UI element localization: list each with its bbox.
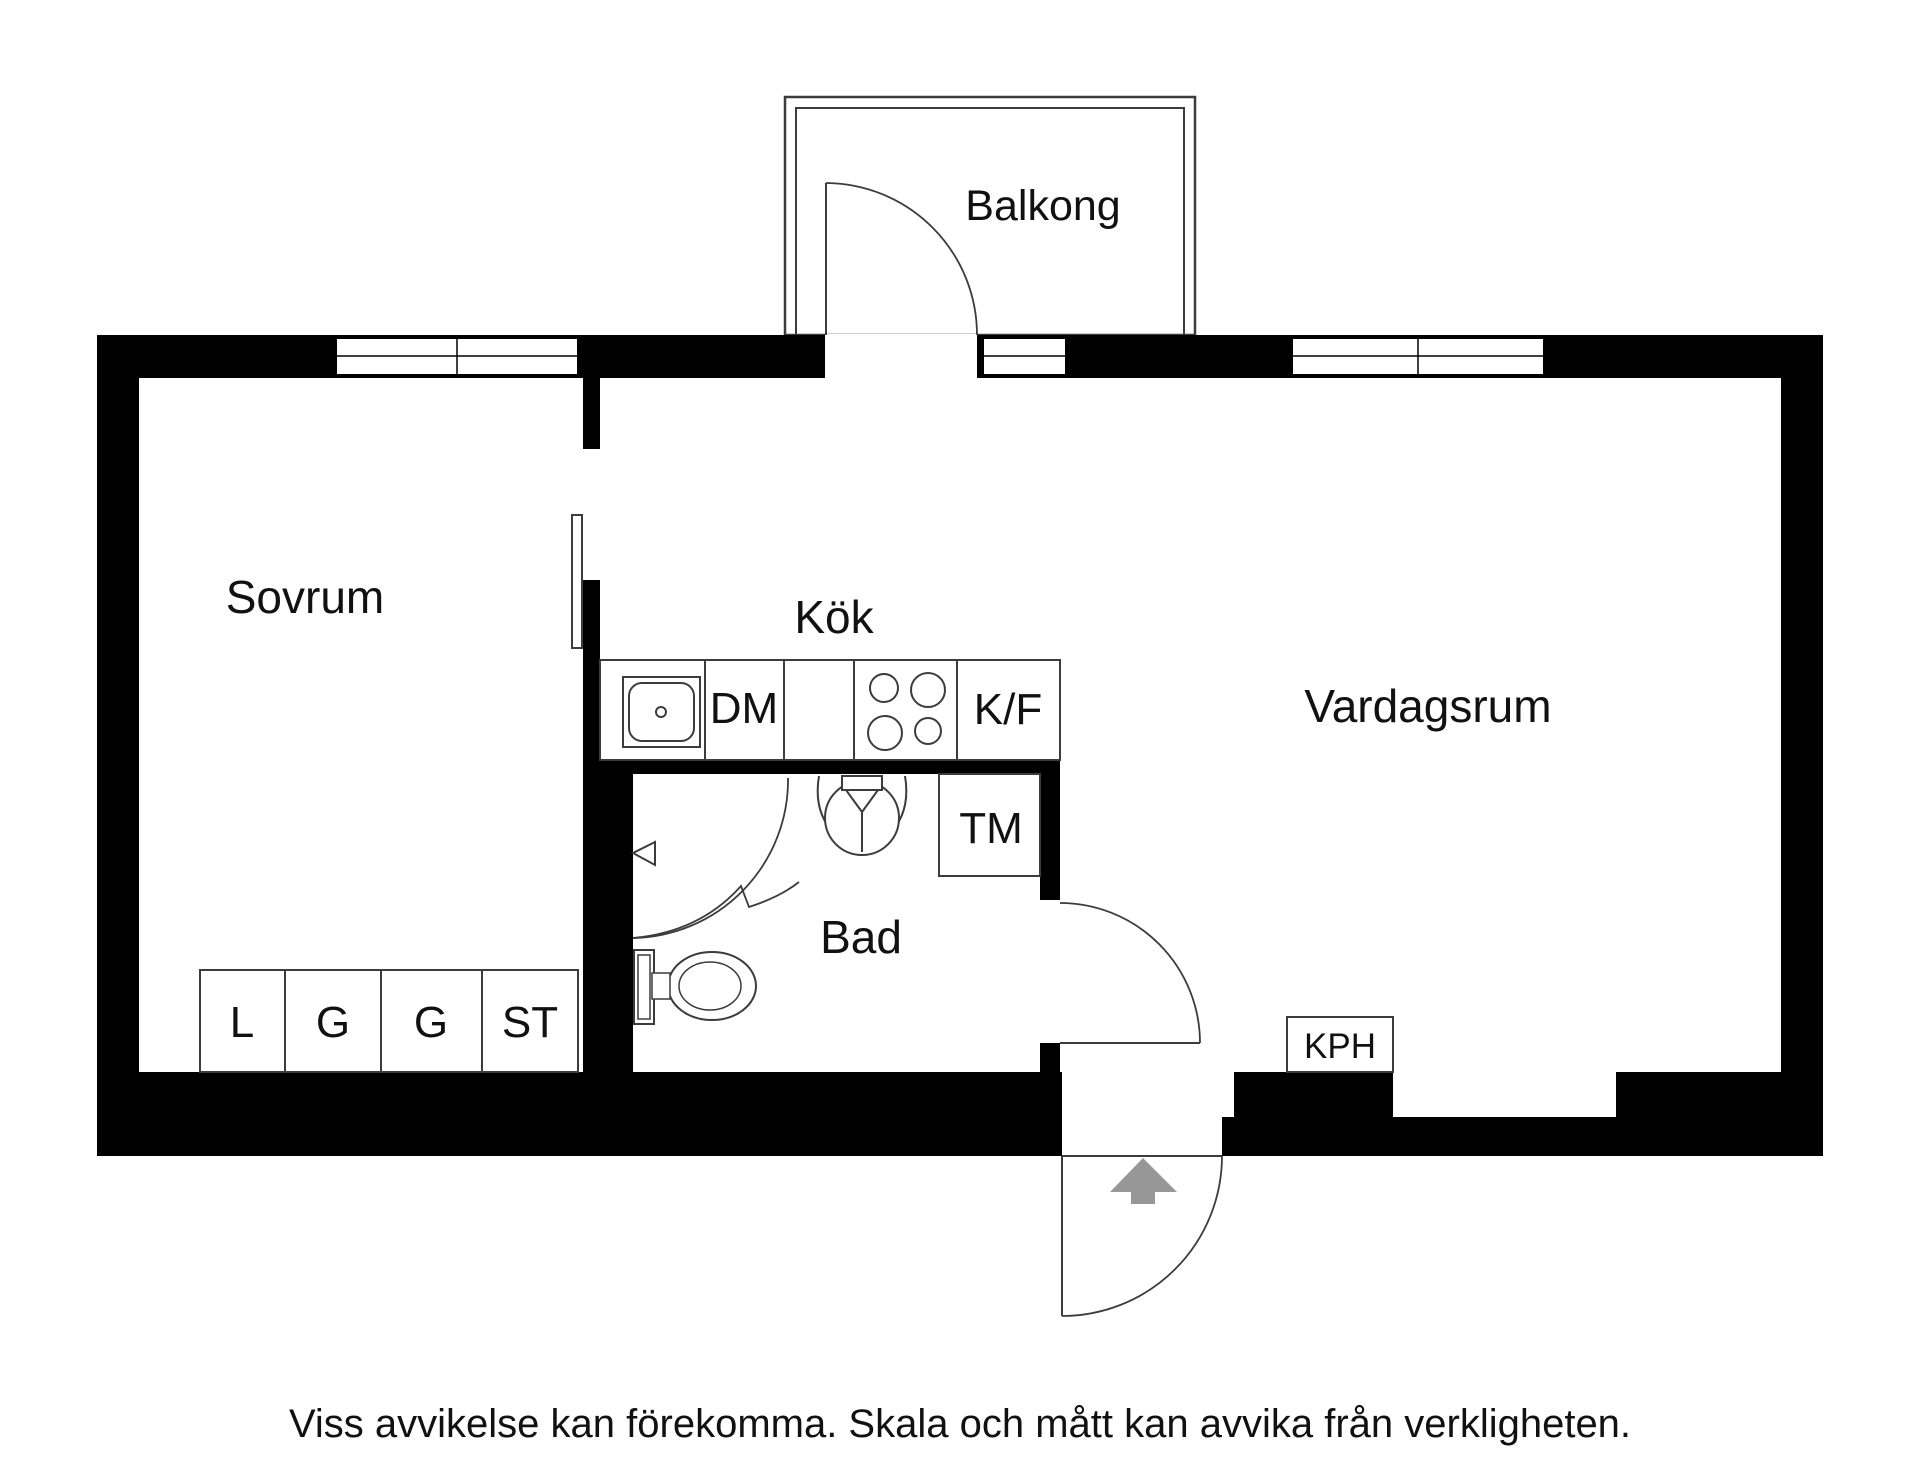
window-livingroom	[1291, 337, 1545, 376]
kitchen-label: Kök	[794, 591, 874, 643]
wardrobes	[199, 969, 579, 1073]
washbasin-icon	[816, 775, 908, 856]
wall-bottom-right-raised-a	[1234, 1072, 1393, 1117]
wall-divider-mid	[583, 580, 600, 760]
wardrobe-l-label: L	[230, 998, 254, 1047]
window-bedroom	[335, 337, 579, 376]
wall-bottom-right-raised-b	[1616, 1072, 1781, 1117]
toilet-icon	[633, 949, 757, 1025]
wall-bathroom-top	[600, 760, 1060, 774]
entrance-direction-arrow-icon	[1110, 1158, 1177, 1204]
counter-dishwasher-cell	[704, 659, 785, 761]
wardrobe-g2	[380, 969, 483, 1073]
balcony-door-swing-arc	[825, 182, 978, 336]
shower-door-leaves	[632, 881, 800, 939]
wardrobe-l	[199, 969, 286, 1073]
wardrobe-st-label: ST	[502, 998, 558, 1047]
wall-bathroom-left	[583, 760, 633, 1072]
bedroom-sliding-door	[571, 514, 583, 649]
window-kitchen-small	[982, 337, 1067, 376]
bathroom-door-swing-arc	[1059, 902, 1201, 1044]
livingroom-label: Vardagsrum	[1304, 680, 1551, 732]
bedroom-label: Sovrum	[226, 571, 384, 623]
wall-right	[1781, 335, 1823, 1156]
wall-bottom-left	[97, 1072, 1062, 1156]
windows	[335, 337, 1545, 376]
kph-label: KPH	[1304, 1027, 1376, 1066]
wardrobe-g1	[284, 969, 382, 1073]
kph-cabinet-box	[1286, 1016, 1394, 1073]
wall-bathroom-right-lower	[1040, 1043, 1060, 1072]
shower-head-icon	[630, 840, 656, 867]
disclaimer-caption: Viss avvikelse kan förekomma. Skala och …	[289, 1402, 1631, 1446]
wardrobe-g2-label: G	[414, 998, 448, 1047]
fridge-freezer-label: K/F	[974, 685, 1042, 734]
washing-machine-label: TM	[959, 804, 1023, 853]
wall-divider-upper	[583, 378, 600, 449]
wardrobe-st	[481, 969, 579, 1073]
counter-fridge-cell	[956, 659, 1061, 761]
wardrobe-g1-label: G	[316, 998, 350, 1047]
balcony-door	[825, 182, 978, 379]
counter-cell	[783, 659, 855, 761]
bathroom-label: Bad	[820, 911, 902, 963]
shower-enclosure	[632, 777, 800, 939]
dishwasher-label: DM	[710, 684, 778, 733]
entrance-door-swing-arc	[1061, 1155, 1223, 1317]
stove-icon	[867, 672, 946, 751]
entrance-door	[1061, 1155, 1223, 1317]
sink-icon	[622, 676, 701, 748]
wall-bathroom-right-upper	[1040, 774, 1060, 900]
balcony-label: Balkong	[965, 182, 1120, 230]
shower-curve	[632, 777, 789, 939]
counter-stove-cell	[853, 659, 958, 761]
bathroom-door	[1059, 902, 1201, 1044]
washing-machine-box	[938, 773, 1041, 877]
wall-left	[97, 335, 139, 1156]
wall-bottom-right	[1222, 1117, 1781, 1156]
